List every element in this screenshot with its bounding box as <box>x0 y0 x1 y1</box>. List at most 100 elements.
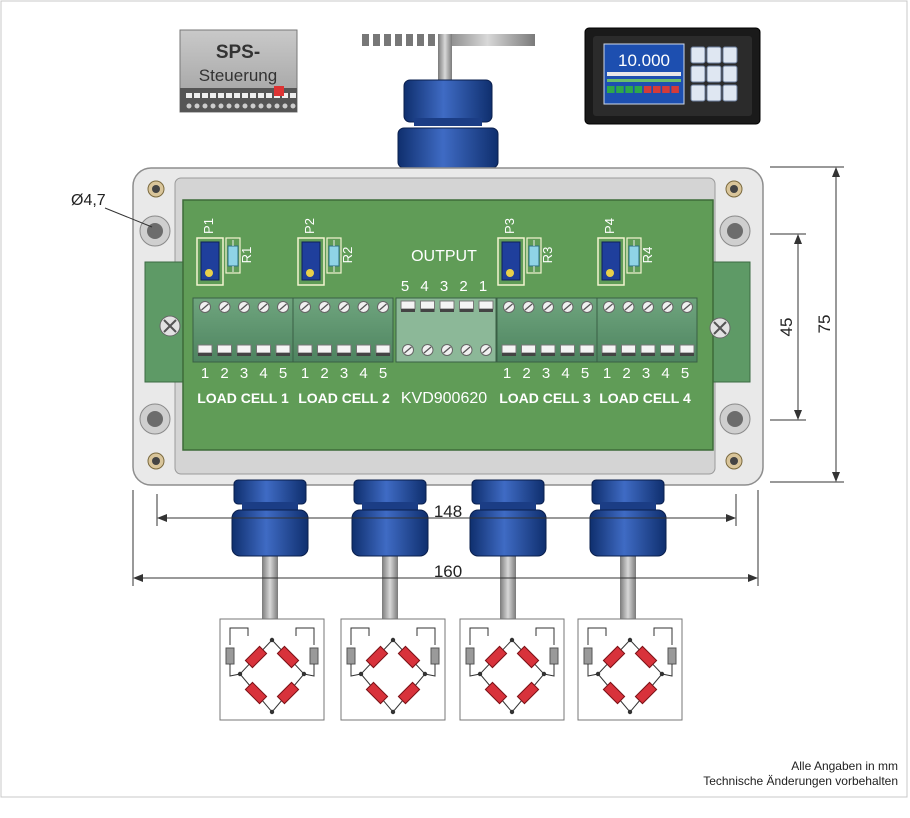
strain-gauge <box>397 681 421 705</box>
sps-terminal-screw <box>186 103 192 109</box>
strain-gauge <box>365 645 389 669</box>
terminal-clamp <box>621 344 636 354</box>
bridge-comp-resistor <box>309 647 319 665</box>
sps-terminal <box>186 93 192 98</box>
strain-gauge <box>276 645 300 669</box>
mount-hole-bore <box>727 223 743 239</box>
terminal-block <box>192 297 294 363</box>
cable-dash <box>362 34 369 46</box>
display-key <box>706 46 722 64</box>
resistor-2: R2 <box>326 237 355 274</box>
sps-led <box>274 86 284 96</box>
display-status-chip <box>634 86 643 93</box>
sps-terminal-screw <box>194 103 200 109</box>
potentiometer-screw <box>606 269 614 277</box>
dimension-lines <box>132 166 844 586</box>
load-cell-bridge-2 <box>340 618 446 721</box>
strain-gauge <box>602 645 626 669</box>
sps-terminal <box>194 93 200 98</box>
terminal-clamp <box>521 344 536 354</box>
bridge-comp-resistor <box>346 647 356 665</box>
sps-terminal-screw <box>234 103 240 109</box>
strain-gauge <box>244 681 268 705</box>
terminal-number: 3 <box>340 365 348 382</box>
load-cell-bridge-4 <box>577 618 683 721</box>
top-cable-gland <box>397 79 499 169</box>
terminal-clamp <box>336 344 352 354</box>
terminal-clamp <box>579 344 595 354</box>
potentiometer-screw <box>506 269 514 277</box>
hole-diameter-label: Ø4,7 <box>71 192 106 209</box>
terminal-clamp <box>560 344 575 354</box>
cable-dash <box>417 34 424 46</box>
terminal-clamp <box>197 344 213 354</box>
display-key <box>690 84 706 102</box>
terminal-number: 3 <box>642 365 650 382</box>
terminal-clamp <box>400 300 416 310</box>
resistor-label: R4 <box>640 247 655 264</box>
terminal-number: 1 <box>201 365 209 382</box>
sps-terminal-screw <box>218 103 224 109</box>
terminal-clamp <box>420 300 435 310</box>
sps-terminal-screw <box>266 103 272 109</box>
cable-dash <box>373 34 380 46</box>
strain-gauge <box>397 645 421 669</box>
corner-screw-center <box>730 457 738 465</box>
terminal-clamp <box>601 344 617 354</box>
terminal-number: 2 <box>622 365 630 382</box>
strain-gauge <box>602 681 626 705</box>
output-terminal-number: 4 <box>420 278 428 295</box>
terminal-clamp <box>478 300 494 310</box>
mount-hole-bore <box>147 223 163 239</box>
load-cell-label-4: LOAD CELL 4 <box>599 390 691 406</box>
sps-terminal <box>250 93 256 98</box>
strain-gauge <box>634 645 658 669</box>
terminal-clamp <box>501 344 517 354</box>
display-key <box>722 65 738 83</box>
terminal-number: 5 <box>681 365 689 382</box>
potentiometer-label: P4 <box>602 218 617 234</box>
load-cell-cable-gland-4 <box>589 479 667 623</box>
sps-terminal-screw <box>242 103 248 109</box>
resistor-1: R1 <box>225 237 254 274</box>
terminal-number: 4 <box>561 365 569 382</box>
load-cell-cable <box>262 555 278 623</box>
trim-potentiometer-3: P3 <box>497 218 525 286</box>
resistor-label: R1 <box>239 247 254 264</box>
load-cell-bridge-1 <box>219 618 325 721</box>
cable-dash <box>395 34 402 46</box>
output-terminal-number: 3 <box>440 278 448 295</box>
terminal-clamp <box>375 344 391 354</box>
terminal-block <box>496 297 598 363</box>
terminal-clamp <box>660 344 675 354</box>
corner-screw-center <box>730 185 738 193</box>
terminal-clamp <box>275 344 291 354</box>
display-status-chip <box>671 86 679 93</box>
terminal-clamp <box>297 344 313 354</box>
display-key <box>706 84 722 102</box>
display-key <box>722 46 738 64</box>
terminal-number: 1 <box>301 365 309 382</box>
output-terminal-number: 2 <box>459 278 467 295</box>
strain-gauge <box>516 645 540 669</box>
terminal-number: 2 <box>320 365 328 382</box>
dim-outer-width: 160 <box>434 562 462 581</box>
top-cable <box>362 34 535 94</box>
terminal-number: 5 <box>279 365 287 382</box>
sps-terminal <box>234 93 240 98</box>
dim-outer-height: 75 <box>815 315 834 334</box>
model-number: KVD900620 <box>401 390 487 407</box>
corner-screw-center <box>152 185 160 193</box>
terminal-clamp <box>317 344 332 354</box>
resistor-label: R2 <box>340 247 355 264</box>
sps-terminal <box>290 93 296 98</box>
dim-inner-height: 45 <box>777 318 796 337</box>
display-key <box>706 65 722 83</box>
load-cell-label-2: LOAD CELL 2 <box>298 390 390 406</box>
sps-terminal <box>210 93 216 98</box>
strain-gauge <box>484 645 508 669</box>
strain-gauge <box>365 681 389 705</box>
dim-inner-width: 148 <box>434 502 462 521</box>
terminal-clamp <box>236 344 252 354</box>
